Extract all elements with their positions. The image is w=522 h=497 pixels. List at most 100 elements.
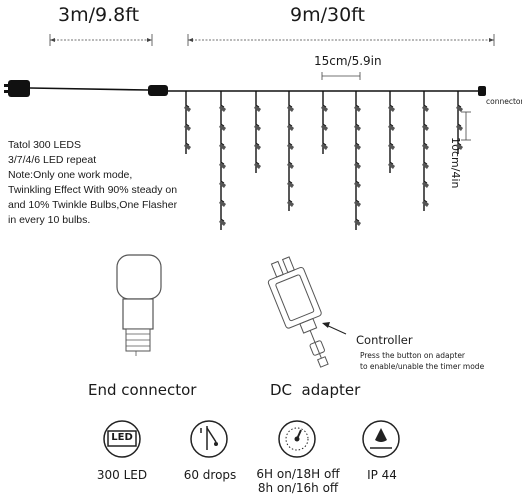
timer-label-1: 6H on/18H off xyxy=(256,467,340,481)
bulb-stem xyxy=(185,142,190,146)
inline-connector-icon xyxy=(148,85,168,96)
bulb-stem xyxy=(220,161,225,165)
led-bulb xyxy=(422,143,429,150)
drops-icon xyxy=(190,420,228,458)
led-bulb xyxy=(354,143,361,150)
bulb-stem xyxy=(288,123,293,127)
led-bulb xyxy=(219,200,226,207)
spec-line-6: in every 10 bulbs. xyxy=(8,214,91,226)
led-bulb xyxy=(422,200,429,207)
led-bulb xyxy=(456,105,463,112)
led-bulb xyxy=(354,181,361,188)
controller-note-2: to enable/unable the timer mode xyxy=(360,362,485,371)
spec-line-3: Note:Only one work mode, xyxy=(8,169,133,181)
led-bulb xyxy=(184,143,191,150)
led-icon-circle xyxy=(103,420,141,458)
power-plug-icon xyxy=(4,80,30,97)
controller-label: Controller xyxy=(356,333,413,347)
led-bulb xyxy=(184,105,191,112)
led-bulb xyxy=(354,219,361,226)
icicle-drops xyxy=(184,91,463,230)
bulb-stem xyxy=(389,104,394,108)
connector-label: connector xyxy=(486,97,522,106)
bulb-stem xyxy=(457,123,462,127)
led-bulb xyxy=(388,143,395,150)
bulb-stem xyxy=(423,161,428,165)
led-bulb xyxy=(321,143,328,150)
spec-line-1: Tatol 300 LEDS xyxy=(8,139,81,151)
bulb-stem xyxy=(355,218,360,222)
led-bulb xyxy=(388,162,395,169)
led-bulb xyxy=(456,124,463,131)
controller-note-1: Press the button on adapter xyxy=(360,351,466,360)
led-bulb xyxy=(422,124,429,131)
end-connector-caption: End connector xyxy=(88,381,197,399)
led-bulb xyxy=(219,124,226,131)
bulb-stem xyxy=(220,218,225,222)
bulb-stem xyxy=(288,199,293,203)
bulb-stem xyxy=(355,142,360,146)
bulb-stem xyxy=(185,123,190,127)
led-bulb xyxy=(287,105,294,112)
led-bulb xyxy=(422,162,429,169)
timer-icon xyxy=(278,420,316,458)
bulb-stem xyxy=(322,123,327,127)
led-bulb xyxy=(219,181,226,188)
led-bulb xyxy=(254,162,261,169)
led-bulb xyxy=(219,219,226,226)
led-bulb xyxy=(354,105,361,112)
led-bulb xyxy=(287,124,294,131)
led-count-label: 300 LED xyxy=(96,468,148,482)
bulb-stem xyxy=(423,142,428,146)
led-bulb xyxy=(422,181,429,188)
bulb-stem xyxy=(220,104,225,108)
spec-text: Tatol 300 LEDS 3/7/4/6 LED repeat Note:O… xyxy=(8,138,218,228)
drop-spacing-label: 15cm/5.9in xyxy=(314,54,382,68)
bulb-stem xyxy=(322,142,327,146)
bulb-stem xyxy=(423,180,428,184)
led-bulb xyxy=(184,124,191,131)
bulb-stem xyxy=(288,180,293,184)
bulb-stem xyxy=(389,161,394,165)
bulb-stem xyxy=(255,142,260,146)
end-connector-illustration xyxy=(116,254,162,356)
bulb-stem xyxy=(355,199,360,203)
bulb-stem xyxy=(255,123,260,127)
led-bulb xyxy=(287,143,294,150)
led-bulb xyxy=(388,105,395,112)
bulb-stem xyxy=(220,123,225,127)
led-bulb xyxy=(219,162,226,169)
bulb-stem xyxy=(255,104,260,108)
bulb-stem xyxy=(389,123,394,127)
spec-line-4: Twinkling Effect With 90% steady on xyxy=(8,184,178,196)
bulb-stem xyxy=(457,142,462,146)
controller-arrow xyxy=(322,322,347,335)
led-bulb xyxy=(287,162,294,169)
bulb-stem xyxy=(423,104,428,108)
bulb-stem xyxy=(220,199,225,203)
ip-rating-label: IP 44 xyxy=(367,468,397,482)
led-bulb xyxy=(254,124,261,131)
led-bulb xyxy=(354,200,361,207)
bulb-stem xyxy=(322,104,327,108)
led-bulb xyxy=(422,105,429,112)
led-bulb xyxy=(321,124,328,131)
bulb-stem xyxy=(457,104,462,108)
led-bulb xyxy=(219,143,226,150)
bulb-stem xyxy=(288,161,293,165)
dc-adapter-caption: DC adapter xyxy=(270,381,361,399)
dimension-arrows xyxy=(49,34,495,141)
led-bulb xyxy=(254,105,261,112)
end-connector-icon xyxy=(478,86,486,96)
bulb-stem xyxy=(355,180,360,184)
led-bulb xyxy=(388,124,395,131)
bulb-stem xyxy=(423,123,428,127)
bulb-stem xyxy=(220,180,225,184)
led-bulb xyxy=(287,200,294,207)
lead-length-label: 3m/9.8ft xyxy=(58,4,140,26)
bulb-stem xyxy=(355,104,360,108)
led-bulb xyxy=(354,124,361,131)
bulb-stem xyxy=(288,142,293,146)
led-bulb xyxy=(321,105,328,112)
led-bulb xyxy=(354,162,361,169)
